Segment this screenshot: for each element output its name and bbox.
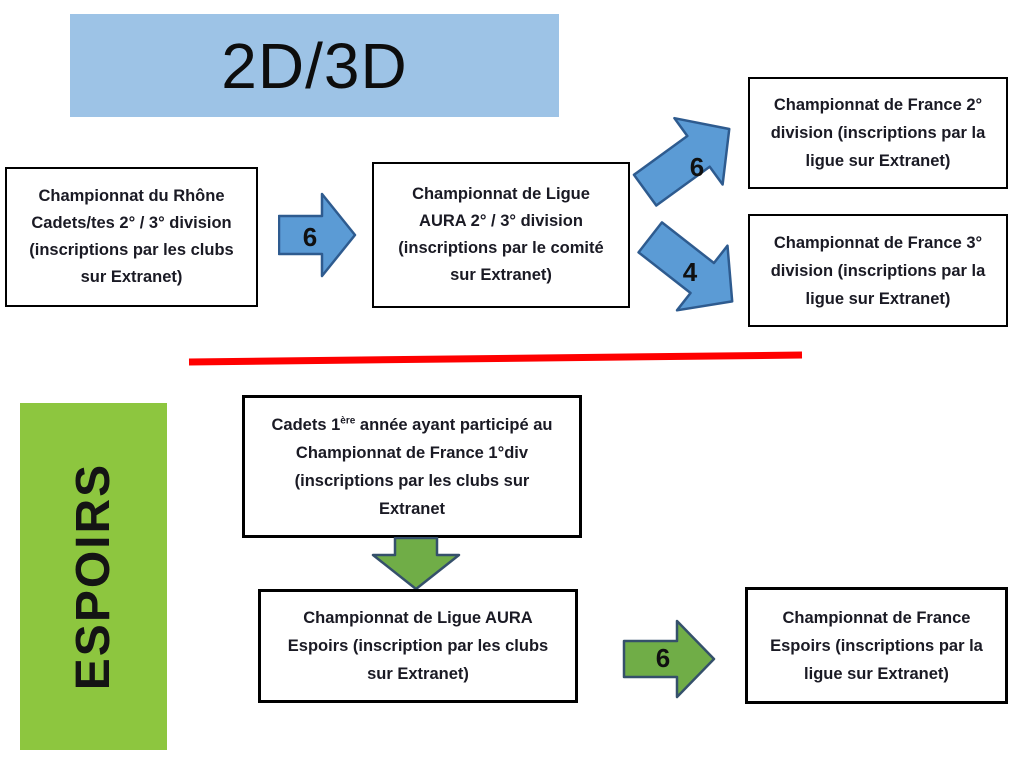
cadets-text-ordinal: ère (340, 415, 356, 426)
flow-arrow-cadets-to-ligue-espoirs-icon (371, 537, 461, 591)
box-championnat-ligue-aura: Championnat de Ligue AURA 2° / 3° divisi… (372, 162, 630, 308)
box-championnat-rhone-text: Championnat du Rhône Cadets/tes 2° / 3° … (29, 187, 234, 286)
box-championnat-france-2div-text: Championnat de France 2° division (inscr… (770, 96, 986, 170)
espoirs-section-banner: ESPOIRS (20, 403, 167, 750)
box-championnat-ligue-aura-text: Championnat de Ligue AURA 2° / 3° divisi… (398, 185, 604, 284)
flow-arrow-rhone-to-ligue-icon (278, 192, 357, 278)
cadets-text-rest: année ayant participé au Championnat de … (294, 415, 553, 518)
arrow-label-rhone-to-ligue: 6 (302, 222, 318, 252)
section-divider-red-line (188, 351, 803, 366)
arrow-label-ligue-to-france3: 4 (682, 257, 698, 287)
flow-arrow-ligue-to-france2-icon (632, 116, 731, 207)
box-championnat-ligue-aura-espoirs-text: Championnat de Ligue AURA Espoirs (inscr… (287, 609, 549, 683)
box-cadets-premiere-annee: Cadets 1ère année ayant participé au Cha… (242, 395, 582, 538)
box-cadets-premiere-annee-text: Cadets 1ère année ayant participé au Cha… (266, 411, 559, 523)
box-championnat-france-espoirs: Championnat de France Espoirs (inscripti… (745, 587, 1008, 704)
box-championnat-france-2div: Championnat de France 2° division (inscr… (748, 77, 1008, 189)
box-championnat-france-3div-text: Championnat de France 3° division (inscr… (770, 233, 986, 308)
box-championnat-france-3div: Championnat de France 3° division (inscr… (748, 214, 1008, 327)
flow-arrow-ligue-espoirs-to-france-espoirs-icon (622, 619, 716, 699)
espoirs-section-label: ESPOIRS (67, 462, 120, 691)
arrow-label-ligue-espoirs-to-france-espoirs: 6 (655, 643, 671, 673)
title-text: 2D/3D (221, 29, 408, 102)
flow-arrow-ligue-to-france3-icon (637, 221, 734, 312)
arrow-label-ligue-to-france2: 6 (689, 152, 705, 182)
cadets-text-prefix: Cadets 1 (271, 415, 341, 434)
box-championnat-france-espoirs-text: Championnat de France Espoirs (inscripti… (770, 608, 983, 683)
box-championnat-rhone: Championnat du Rhône Cadets/tes 2° / 3° … (5, 167, 258, 307)
title-banner: 2D/3D (70, 14, 559, 117)
box-championnat-ligue-aura-espoirs: Championnat de Ligue AURA Espoirs (inscr… (258, 589, 578, 703)
